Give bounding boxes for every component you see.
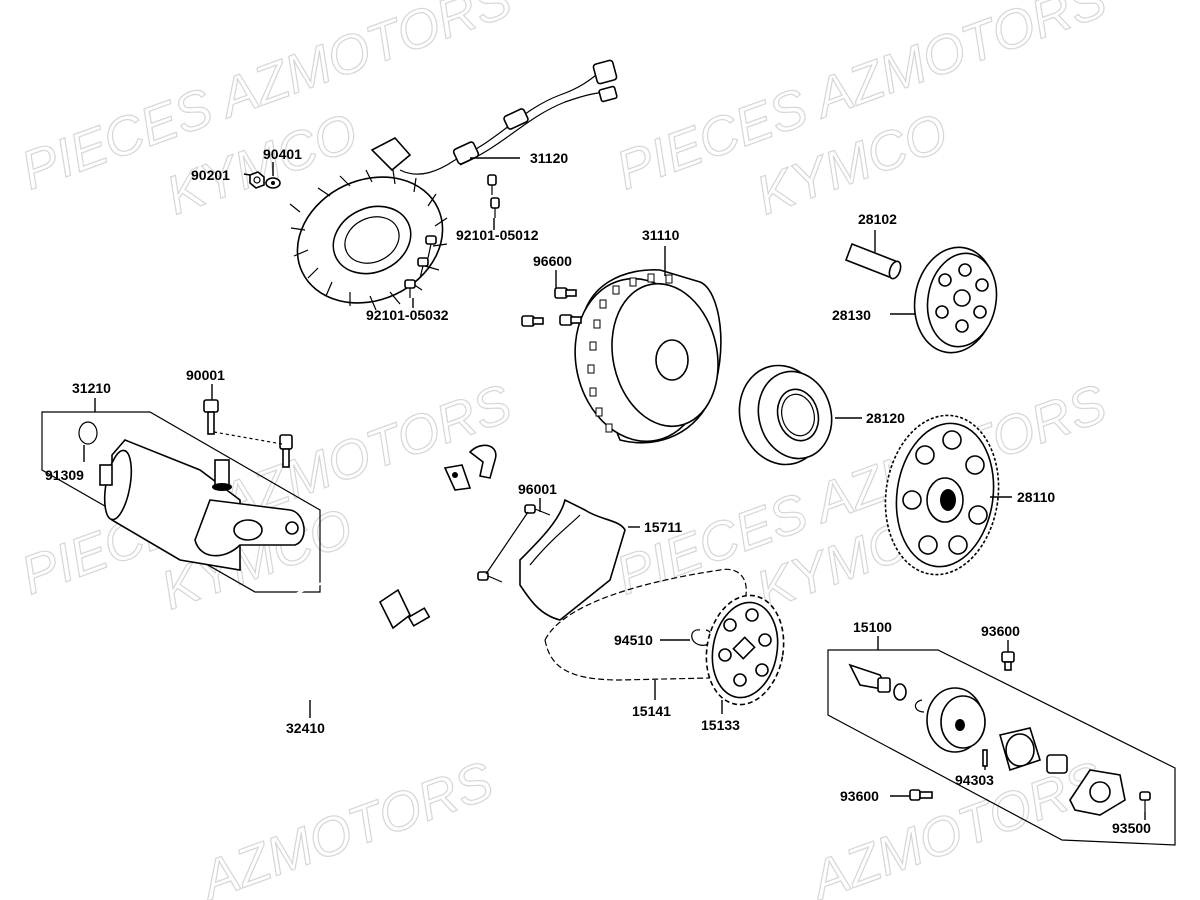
label-28130: 28130 bbox=[832, 307, 871, 323]
label-28110: 28110 bbox=[1017, 489, 1055, 505]
o-ring-91309 bbox=[78, 421, 98, 445]
label-90201: 90201 bbox=[191, 167, 230, 183]
label-15133: 15133 bbox=[701, 717, 740, 733]
label-15711: 15711 bbox=[644, 519, 682, 535]
stator-coil-teeth bbox=[289, 169, 448, 311]
bolt-96001 bbox=[477, 504, 551, 583]
starter-gear-28110 bbox=[884, 414, 1000, 576]
label-28102: 28102 bbox=[858, 211, 897, 227]
label-96001: 96001 bbox=[518, 481, 557, 497]
chain-guide-15711 bbox=[519, 498, 626, 621]
label-94510: 94510 bbox=[614, 632, 653, 648]
label-32410: 32410 bbox=[286, 720, 325, 736]
label-31210: 31210 bbox=[72, 380, 111, 396]
sprocket-15133 bbox=[705, 594, 785, 706]
flywheel-rotor-part bbox=[574, 269, 722, 444]
bolt-93600-bottom bbox=[909, 789, 933, 801]
washer-90401 bbox=[265, 177, 281, 189]
oil-pump-box bbox=[827, 649, 1176, 846]
pin-28102 bbox=[844, 242, 902, 280]
label-91309: 91309 bbox=[45, 467, 84, 483]
label-93500: 93500 bbox=[1112, 820, 1151, 836]
label-93600-bottom: 93600 bbox=[840, 788, 879, 804]
starter-clutch-28120 bbox=[738, 364, 833, 466]
label-31110: 31110 bbox=[642, 227, 680, 243]
nut-90201 bbox=[249, 171, 265, 189]
bolt-92101-05032 bbox=[404, 235, 437, 298]
cam-chain-15141 bbox=[544, 568, 747, 681]
part-number-labels: 90401 90201 31120 92101-05012 92101-0503… bbox=[45, 146, 1151, 836]
label-28120: 28120 bbox=[866, 410, 905, 426]
stator-part bbox=[289, 59, 618, 311]
label-31120: 31120 bbox=[530, 150, 568, 166]
oil-pump-15100 bbox=[848, 663, 1126, 816]
bolt-90001 bbox=[203, 399, 293, 468]
label-92101-05012: 92101-05012 bbox=[456, 227, 539, 243]
bolt-92101-05012 bbox=[487, 174, 500, 218]
bolt-96600 bbox=[521, 287, 582, 327]
label-94303: 94303 bbox=[955, 772, 994, 788]
starter-cable-32410 bbox=[272, 444, 497, 694]
label-93600-top: 93600 bbox=[981, 623, 1020, 639]
gear-28130 bbox=[913, 246, 998, 354]
starter-motor-31210 bbox=[99, 439, 305, 571]
bolt-93500 bbox=[1139, 791, 1151, 812]
flywheel-slots bbox=[587, 273, 673, 433]
label-90001: 90001 bbox=[186, 367, 225, 383]
pin-94303 bbox=[982, 749, 988, 767]
label-90401: 90401 bbox=[263, 146, 302, 162]
label-15141: 15141 bbox=[632, 703, 671, 719]
watermark-text: AZMOTORS bbox=[191, 751, 501, 900]
label-96600: 96600 bbox=[533, 253, 572, 269]
label-15100: 15100 bbox=[853, 619, 892, 635]
starter-motor-box bbox=[41, 411, 321, 593]
bolt-93600-top bbox=[1001, 651, 1015, 671]
label-92101-05032: 92101-05032 bbox=[366, 307, 449, 323]
